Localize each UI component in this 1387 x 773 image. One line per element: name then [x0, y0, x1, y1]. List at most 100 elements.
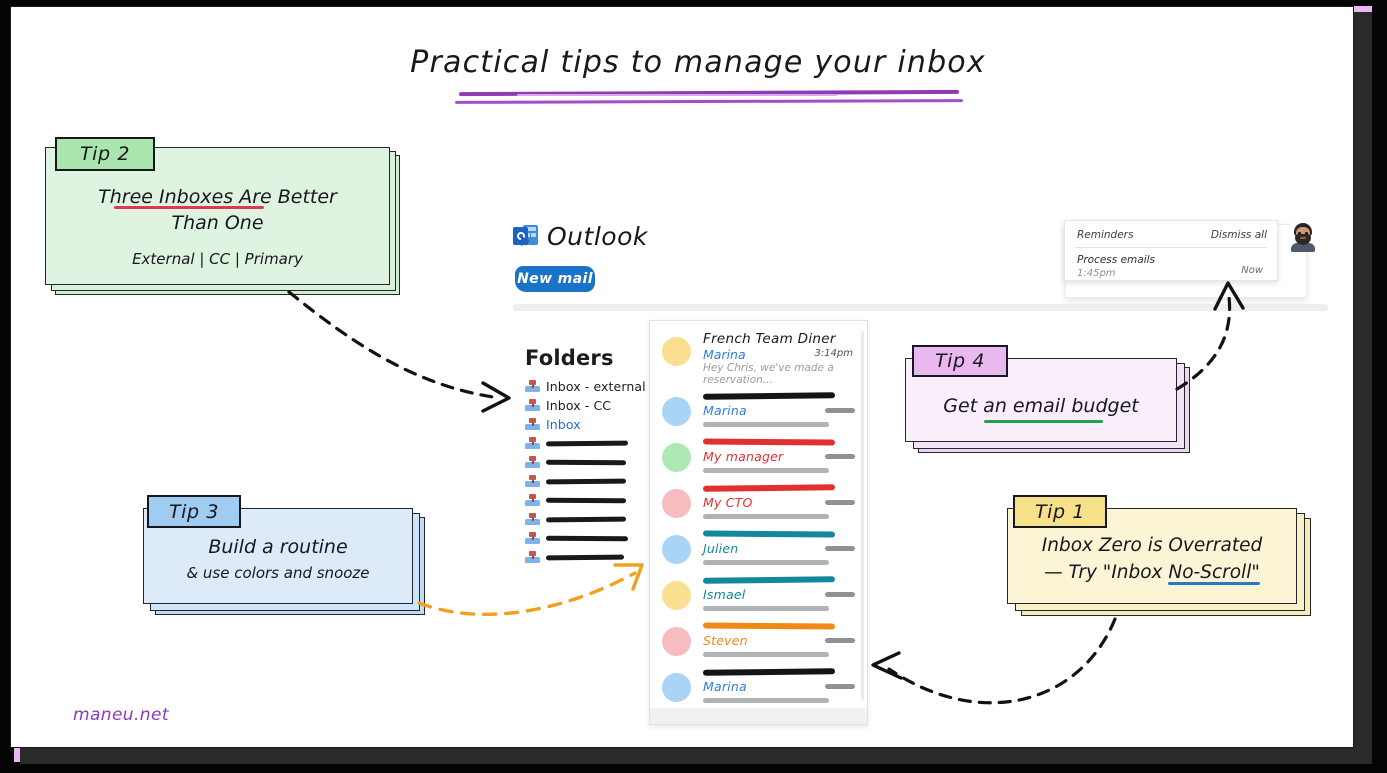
folder-label: Inbox - external: [546, 378, 646, 394]
folder-label: Inbox - CC: [546, 397, 612, 413]
dismiss-all-button[interactable]: Dismiss all: [1210, 229, 1267, 241]
outlook-brand-label: Outlook: [547, 222, 648, 251]
folder-icon: [525, 437, 540, 449]
tip3-tab[interactable]: Tip 3: [147, 495, 241, 528]
folder-row-redacted[interactable]: [525, 510, 650, 528]
mail-preview-redacted-bar: [703, 468, 829, 473]
tip-card-tip4[interactable]: Get an email budget Tip 4: [905, 345, 1205, 465]
new-mail-label: New mail: [517, 271, 593, 287]
tip2-line-1: Three Inboxes Are Better: [98, 186, 337, 209]
mail-subject-redacted-bar: [702, 392, 836, 400]
mail-row[interactable]: My CTO: [650, 483, 867, 529]
mail-row[interactable]: Ismael: [650, 575, 867, 621]
mail-subject-redacted-bar: [702, 668, 836, 676]
reminders-popup[interactable]: Reminders Dismiss all Process emails 1:4…: [1064, 220, 1278, 281]
folder-icon: [525, 418, 540, 430]
tip2-red-underline: [114, 206, 264, 210]
mail-sender: Marina: [703, 403, 747, 418]
folder-name-redacted-bar: [545, 478, 627, 484]
user-avatar-photo[interactable]: [1290, 222, 1316, 252]
folder-row-redacted[interactable]: [525, 529, 650, 547]
reminder-task-time: 1:45pm: [1077, 268, 1116, 279]
tip-card-tip2[interactable]: Three Inboxes Are Better Than One Extern…: [45, 137, 405, 302]
tip4-line-1: Get an email budget: [943, 394, 1139, 417]
mail-list-scrollbar[interactable]: [861, 331, 864, 700]
mail-sender: Steven: [703, 633, 748, 648]
tip1-sheet-front: Inbox Zero is Overrated — Try "Inbox No-…: [1007, 508, 1297, 604]
tip4-tab[interactable]: Tip 4: [912, 345, 1008, 377]
whiteboard-inner: Practical tips to manage your inbox Thre…: [27, 17, 1345, 739]
tip-card-tip3[interactable]: Build a routine & use colors and snooze …: [143, 495, 433, 630]
folder-name-redacted-bar: [545, 440, 629, 446]
tip3-sheet-front: Build a routine & use colors and snooze: [143, 508, 413, 604]
folder-row-redacted[interactable]: [525, 434, 650, 452]
whiteboard-canvas: Practical tips to manage your inbox Thre…: [10, 6, 1354, 748]
folder-row-inbox[interactable]: Inbox: [525, 415, 650, 433]
reminder-task-label: Process emails: [1077, 254, 1156, 266]
folder-name-redacted-bar: [545, 497, 627, 503]
mail-avatar: [662, 489, 691, 518]
title-underline-secondary: [454, 99, 964, 104]
tip1-tab[interactable]: Tip 1: [1013, 495, 1107, 528]
folders-header: Folders: [525, 346, 614, 370]
mail-preview-redacted-bar: [703, 652, 829, 657]
tip3-line-2: & use colors and snooze: [186, 564, 370, 583]
mail-row[interactable]: Steven: [650, 621, 867, 667]
mail-timestamp-redacted-bar: [825, 500, 855, 505]
mail-avatar: [662, 535, 691, 564]
folder-icon: [525, 399, 540, 411]
folder-row-inbox-external[interactable]: Inbox - external: [525, 377, 650, 395]
mail-row[interactable]: My manager: [650, 437, 867, 483]
reminders-divider: [1075, 247, 1267, 248]
mail-avatar: [662, 673, 691, 702]
arrow-tip2-to-folders: [287, 290, 511, 413]
folder-row-inbox-cc[interactable]: Inbox - CC: [525, 396, 650, 414]
mail-preview-redacted-bar: [703, 698, 829, 703]
mail-sender: My manager: [703, 449, 784, 464]
mail-timestamp-redacted-bar: [825, 408, 855, 413]
folder-name-redacted-bar: [545, 554, 625, 560]
tip2-tab-label: Tip 2: [79, 143, 131, 165]
mail-timestamp-redacted-bar: [825, 638, 855, 643]
mail-row[interactable]: Julien: [650, 529, 867, 575]
tip2-sheet-front: Three Inboxes Are Better Than One Extern…: [45, 147, 390, 285]
tip1-line-1: Inbox Zero is Overrated: [1041, 534, 1263, 556]
mail-row[interactable]: Marina: [650, 667, 867, 713]
mail-timestamp-redacted-bar: [825, 546, 855, 551]
tip3-line-1: Build a routine: [208, 535, 348, 558]
mail-preview-redacted-bar: [703, 422, 829, 427]
page-title-block: Practical tips to manage your inbox: [27, 45, 1369, 104]
folder-icon: [525, 475, 540, 487]
mail-sender: Julien: [703, 541, 739, 556]
folder-name-redacted-bar: [545, 459, 627, 465]
mail-timestamp-redacted-bar: [825, 592, 855, 597]
folder-label: Inbox: [546, 416, 581, 432]
folder-icon: [525, 494, 540, 506]
mail-timestamp-redacted-bar: [825, 684, 855, 689]
mail-subject-redacted-bar: [702, 576, 836, 584]
page-title: Practical tips to manage your inbox: [410, 45, 986, 80]
mail-preview-redacted-bar: [703, 514, 829, 519]
mail-subject-redacted-bar: [702, 484, 836, 492]
tip4-green-underline: [984, 419, 1103, 424]
tip2-tab[interactable]: Tip 2: [55, 137, 155, 171]
outlook-brand: Outlook: [513, 222, 648, 251]
mail-timestamp: 3:14pm: [814, 348, 853, 359]
folder-icon: [525, 456, 540, 468]
mail-avatar: [662, 581, 691, 610]
tip4-tab-label: Tip 4: [934, 350, 986, 372]
mail-avatar: [662, 397, 691, 426]
folder-row-redacted[interactable]: [525, 472, 650, 490]
folder-row-redacted[interactable]: [525, 491, 650, 509]
outlook-toolbar-divider: [513, 304, 1328, 311]
tip-card-tip1[interactable]: Inbox Zero is Overrated — Try "Inbox No-…: [1007, 495, 1317, 630]
folder-row-redacted[interactable]: [525, 453, 650, 471]
folder-row-redacted[interactable]: [525, 548, 650, 566]
mail-avatar: [662, 337, 691, 366]
outlook-mock: Outlook New mail Folders Inbox - externa…: [513, 222, 1328, 742]
mail-row[interactable]: Marina: [650, 391, 867, 437]
new-mail-button[interactable]: New mail: [515, 266, 595, 292]
